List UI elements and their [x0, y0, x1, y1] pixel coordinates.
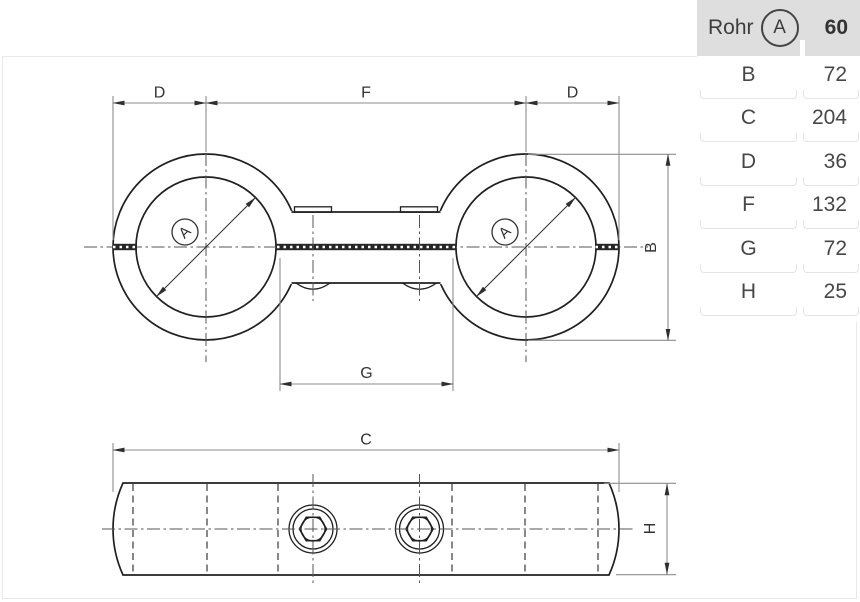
table-row: D 36	[697, 143, 860, 187]
dim-value-cell: 132	[800, 187, 860, 231]
header-label: Rohr	[708, 16, 754, 39]
split-band	[595, 243, 620, 251]
bottom-view: C H	[102, 432, 676, 583]
dimension-b: B	[528, 153, 676, 341]
dim-name-cell: G	[697, 230, 800, 274]
dim-label-d-right: D	[567, 85, 579, 102]
clamp-split-band	[112, 243, 620, 251]
spec-table: Rohr A 60 B 72 C 204 D 36 F 132 G 72 H 2…	[697, 0, 860, 322]
pipe-size-badge: A	[760, 9, 799, 47]
right-bore-diameter-arrow	[476, 197, 576, 297]
dim-label-d-left: D	[154, 85, 166, 102]
left-bore-diameter-arrow	[156, 197, 256, 297]
dimension-h: H	[604, 482, 676, 576]
dim-value: 204	[811, 106, 847, 130]
table-row: B 72	[697, 56, 860, 100]
pipe-badge-letter: A	[773, 17, 786, 38]
dim-name: D	[740, 149, 757, 173]
right-pipe-badge-circle	[491, 218, 519, 246]
dim-label-g: G	[360, 365, 372, 382]
clamp-body-outline	[112, 482, 620, 576]
header-value: 60	[824, 16, 848, 39]
drawing-area-border	[2, 56, 857, 599]
dim-name: H	[740, 280, 757, 304]
dim-name: G	[740, 236, 757, 260]
header-divider	[800, 40, 805, 56]
dim-name-cell: F	[697, 187, 800, 231]
table-row: C 204	[697, 100, 860, 144]
dim-label-f: F	[361, 85, 371, 102]
dim-value-cell: 72	[800, 230, 860, 274]
dim-value-cell: 25	[800, 274, 860, 318]
dim-value: 132	[811, 193, 847, 217]
dim-label-h: H	[642, 523, 659, 535]
top-view: A A D F D B	[84, 85, 676, 391]
dim-value: 72	[823, 236, 847, 260]
dim-value: 72	[823, 62, 847, 86]
dim-label-c: C	[360, 432, 372, 449]
dim-name-cell: C	[697, 100, 800, 144]
split-band	[112, 243, 137, 251]
table-row: F 132	[697, 187, 860, 231]
dimension-top-chain: D F D	[112, 85, 620, 240]
table-row: H 25	[697, 274, 860, 318]
bar-tab	[399, 206, 439, 213]
table-row: G 72	[697, 230, 860, 274]
left-pipe-badge-circle	[171, 218, 199, 246]
dim-value-cell: 36	[800, 143, 860, 187]
dim-value-cell: 72	[800, 56, 860, 100]
dim-name-cell: H	[697, 274, 800, 318]
dim-label-b: B	[643, 242, 660, 253]
split-band	[276, 243, 456, 251]
dim-name: F	[742, 193, 755, 217]
dim-name: B	[741, 62, 756, 86]
spec-table-header: Rohr A 60	[697, 0, 860, 56]
dim-name-cell: B	[697, 56, 800, 100]
dim-value-cell: 204	[800, 100, 860, 144]
bar-tab	[293, 206, 333, 213]
dimension-g: G	[279, 258, 454, 391]
dim-value: 36	[823, 149, 847, 173]
dim-name: C	[740, 106, 757, 130]
dim-name-cell: D	[697, 143, 800, 187]
dim-value: 25	[823, 280, 847, 304]
